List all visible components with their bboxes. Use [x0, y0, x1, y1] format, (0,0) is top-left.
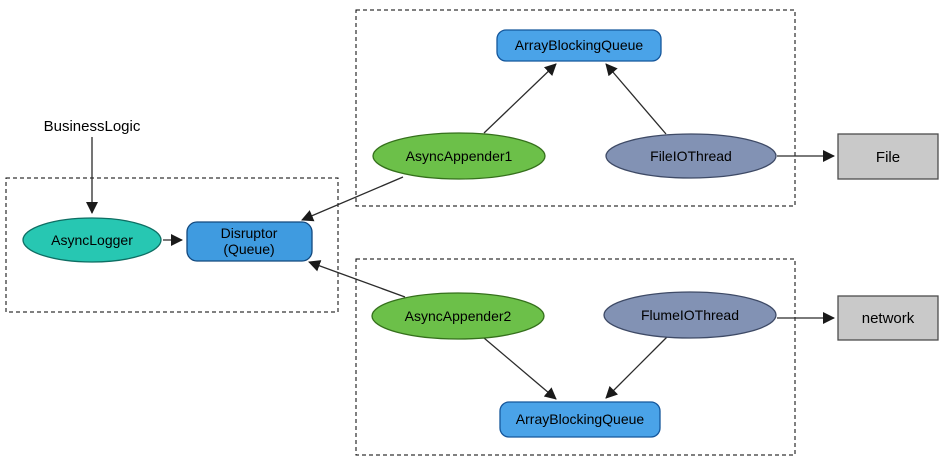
logger-group-box — [5, 177, 339, 313]
file-sink-node: File — [837, 133, 939, 180]
network-sink-rect — [837, 295, 939, 341]
flume-io-thread-ellipse — [603, 291, 777, 339]
disruptor-node: Disruptor (Queue) — [186, 221, 313, 262]
array-blocking-queue-top-rect — [496, 29, 662, 62]
arrow-asyncappender2-to-disruptor — [308, 260, 406, 298]
business-logic-label: BusinessLogic — [44, 118, 141, 135]
arrow-flumeiothread-to-arrayblockingqueue-bottom — [605, 336, 668, 399]
async-appender2-node: AsyncAppender2 — [371, 292, 545, 340]
disruptor-label-line1: Disruptor — [221, 225, 278, 241]
array-blocking-queue-top-node: ArrayBlockingQueue — [496, 29, 662, 62]
file-io-thread-ellipse — [605, 133, 777, 179]
file-appender-group-box — [355, 9, 796, 207]
async-appender1-node: AsyncAppender1 — [372, 132, 546, 180]
arrow-asyncappender2-to-arrayblockingqueue-bottom — [483, 337, 557, 400]
file-sink-label: File — [876, 149, 900, 166]
flume-io-thread-node: FlumeIOThread — [603, 291, 777, 339]
async-appender2-label: AsyncAppender2 — [405, 308, 512, 324]
array-blocking-queue-top-label: ArrayBlockingQueue — [515, 37, 644, 53]
arrow-asyncappender1-to-disruptor — [301, 176, 404, 222]
disruptor-label-line2: (Queue) — [223, 241, 274, 257]
file-io-thread-node: FileIOThread — [605, 133, 777, 179]
async-appender1-label: AsyncAppender1 — [406, 148, 513, 164]
async-logger-node: AsyncLogger — [22, 217, 162, 263]
array-blocking-queue-bottom-rect — [499, 401, 661, 438]
flume-appender-group-box — [355, 258, 796, 456]
async-appender1-ellipse — [372, 132, 546, 180]
file-io-thread-label: FileIOThread — [650, 148, 732, 164]
network-sink-node: network — [837, 295, 939, 341]
arrow-fileiothread-to-arrayblockingqueue-top — [605, 63, 667, 135]
array-blocking-queue-bottom-label: ArrayBlockingQueue — [516, 411, 645, 427]
async-logger-ellipse — [22, 217, 162, 263]
arrow-asyncappender1-to-arrayblockingqueue-top — [483, 63, 557, 134]
file-sink-rect — [837, 133, 939, 180]
async-appender2-ellipse — [371, 292, 545, 340]
array-blocking-queue-bottom-node: ArrayBlockingQueue — [499, 401, 661, 438]
network-sink-label: network — [862, 310, 915, 327]
async-logger-label: AsyncLogger — [51, 232, 133, 248]
disruptor-rect — [186, 221, 313, 262]
flume-io-thread-label: FlumeIOThread — [641, 307, 739, 323]
